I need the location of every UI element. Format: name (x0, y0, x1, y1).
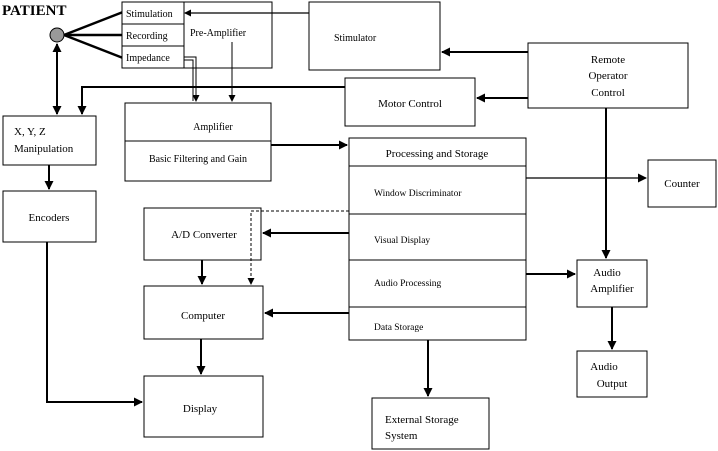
amplifier-subtitle: Basic Filtering and Gain (149, 154, 247, 165)
encoders-block: Encoders (2, 190, 97, 243)
external-line1: External Storage (385, 414, 459, 426)
preamp-block: Stimulation Recording Impedance Pre-Ampl… (121, 1, 273, 69)
remote-line1: Remote (591, 54, 625, 66)
display-block: Display (143, 375, 264, 438)
preamp-impedance-label: Impedance (126, 53, 170, 64)
remote-line3: Control (591, 87, 625, 99)
remote-control-block: Remote Operator Control (527, 42, 689, 109)
audio-output-block: Audio Output (576, 350, 648, 398)
amplifier-title: Amplifier (193, 122, 233, 133)
audio-processing-label: Audio Processing (374, 279, 442, 289)
counter-label: Counter (664, 178, 700, 190)
xyz-line1: X, Y, Z (14, 126, 46, 138)
amplifier-block: Amplifier Basic Filtering and Gain (124, 102, 272, 182)
processing-block: Processing and Storage Window Discrimina… (348, 137, 527, 341)
audio-out-line1: Audio (590, 361, 618, 373)
patient-fan-lines (63, 10, 124, 60)
computer-block: Computer (143, 285, 264, 340)
patient-node (49, 27, 65, 43)
computer-label: Computer (181, 310, 225, 322)
audio-amp-line2: Amplifier (590, 283, 634, 295)
adc-label: A/D Converter (171, 229, 237, 241)
visual-display-label: Visual Display (374, 236, 430, 246)
arrow-impedance-to-amp-1 (184, 56, 200, 102)
patient-label: PATIENT (2, 3, 66, 19)
window-discriminator-label: Window Discriminator (374, 189, 462, 199)
arrow-encoders-to-display (46, 242, 143, 407)
preamp-title: Pre-Amplifier (190, 28, 247, 39)
external-storage-block: External Storage System (371, 397, 490, 450)
adc-block: A/D Converter (143, 207, 262, 261)
audio-out-line2: Output (597, 378, 628, 390)
display-label: Display (183, 403, 218, 415)
audio-amp-line1: Audio (593, 267, 621, 279)
motor-control-label: Motor Control (378, 98, 442, 110)
dashed-link-processing-computer (247, 210, 349, 285)
xyz-block: X, Y, Z Manipulation (2, 115, 97, 166)
counter-block: Counter (647, 159, 717, 208)
arrow-impedance-to-amp-2 (184, 59, 194, 101)
stimulator-block: Stimulator (308, 1, 441, 71)
encoders-label: Encoders (29, 212, 70, 224)
audio-amplifier-block: Audio Amplifier (576, 259, 648, 308)
preamp-stimulation-label: Stimulation (126, 9, 173, 20)
stimulator-label: Stimulator (334, 33, 377, 44)
arrow-motor-to-xyz (77, 86, 345, 115)
processing-title: Processing and Storage (386, 148, 489, 160)
preamp-recording-label: Recording (126, 31, 168, 42)
data-storage-label: Data Storage (374, 323, 423, 333)
motor-control-block: Motor Control (344, 77, 476, 127)
xyz-line2: Manipulation (14, 143, 74, 155)
external-line2: System (385, 430, 418, 442)
remote-line2: Operator (588, 70, 627, 82)
